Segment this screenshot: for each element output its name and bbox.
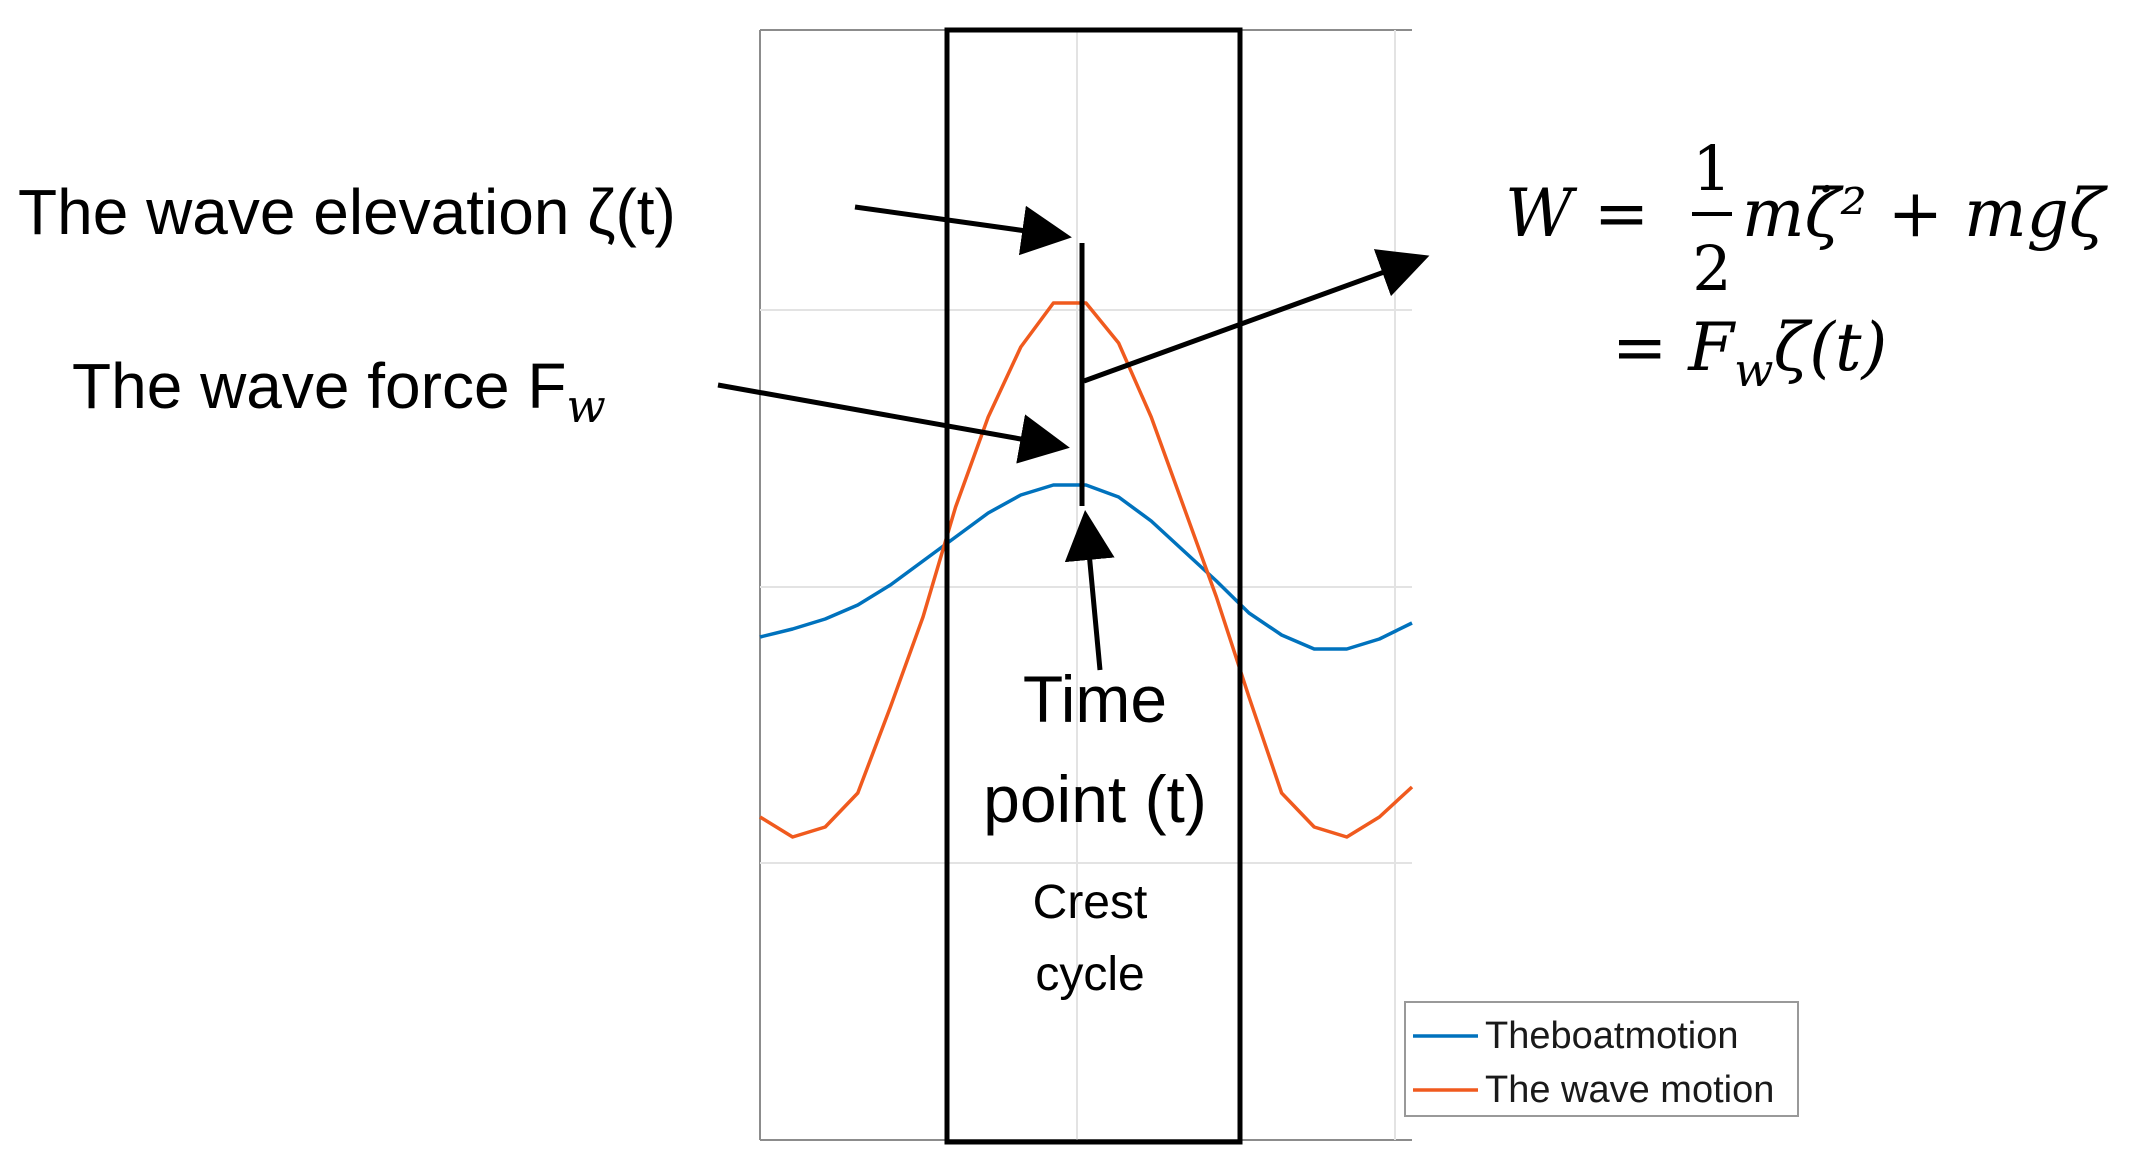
energy-equation: W = 1 2 mζ̇² + mgζ = Fwζ(t) [1505,132,2109,397]
arrow-time-point [1064,510,1115,671]
wave-force-text: The wave force F [72,350,566,422]
crest-cycle-label-line1: Crest [1033,876,1148,929]
equation-rhs: mζ̇² + mgζ [1742,175,2109,252]
equation-line2-text: = F [1612,309,1736,386]
gridlines [760,30,1412,1140]
equation-line2-rest: ζ(t) [1773,309,1887,386]
legend-label-boat: Theboatmotion [1485,1015,1739,1057]
legend-label-wave: The wave motion [1485,1069,1774,1111]
time-point-label-line2: point (t) [983,762,1207,836]
arrow-wave-force [717,382,1070,464]
crest-cycle-box [944,27,1243,1145]
equation-fraction-denominator: 2 [1692,232,1731,305]
equation-line2: = Fwζ(t) [1612,309,1887,397]
equation-lhs: W = [1505,175,1649,252]
series-line-boat-motion [759,483,1413,651]
crest-cycle-label-line2: cycle [1035,948,1144,1001]
time-point-label-line1: Time [1023,662,1167,736]
arrow-wave-elevation [854,204,1072,256]
series-line-wave-motion [759,301,1414,839]
equation-line2-subscript: w [1734,343,1773,397]
equation-fraction-numerator: 1 [1692,132,1731,205]
wave-force-label: The wave force Fw [72,350,606,433]
legend-box [1404,1001,1799,1117]
arrow-energy [1083,249,1430,384]
wave-force-subscript: w [566,379,605,433]
wave-elevation-label: The wave elevation ζ(t) [18,176,676,248]
legend: Theboatmotion The wave motion [1404,1001,1799,1117]
